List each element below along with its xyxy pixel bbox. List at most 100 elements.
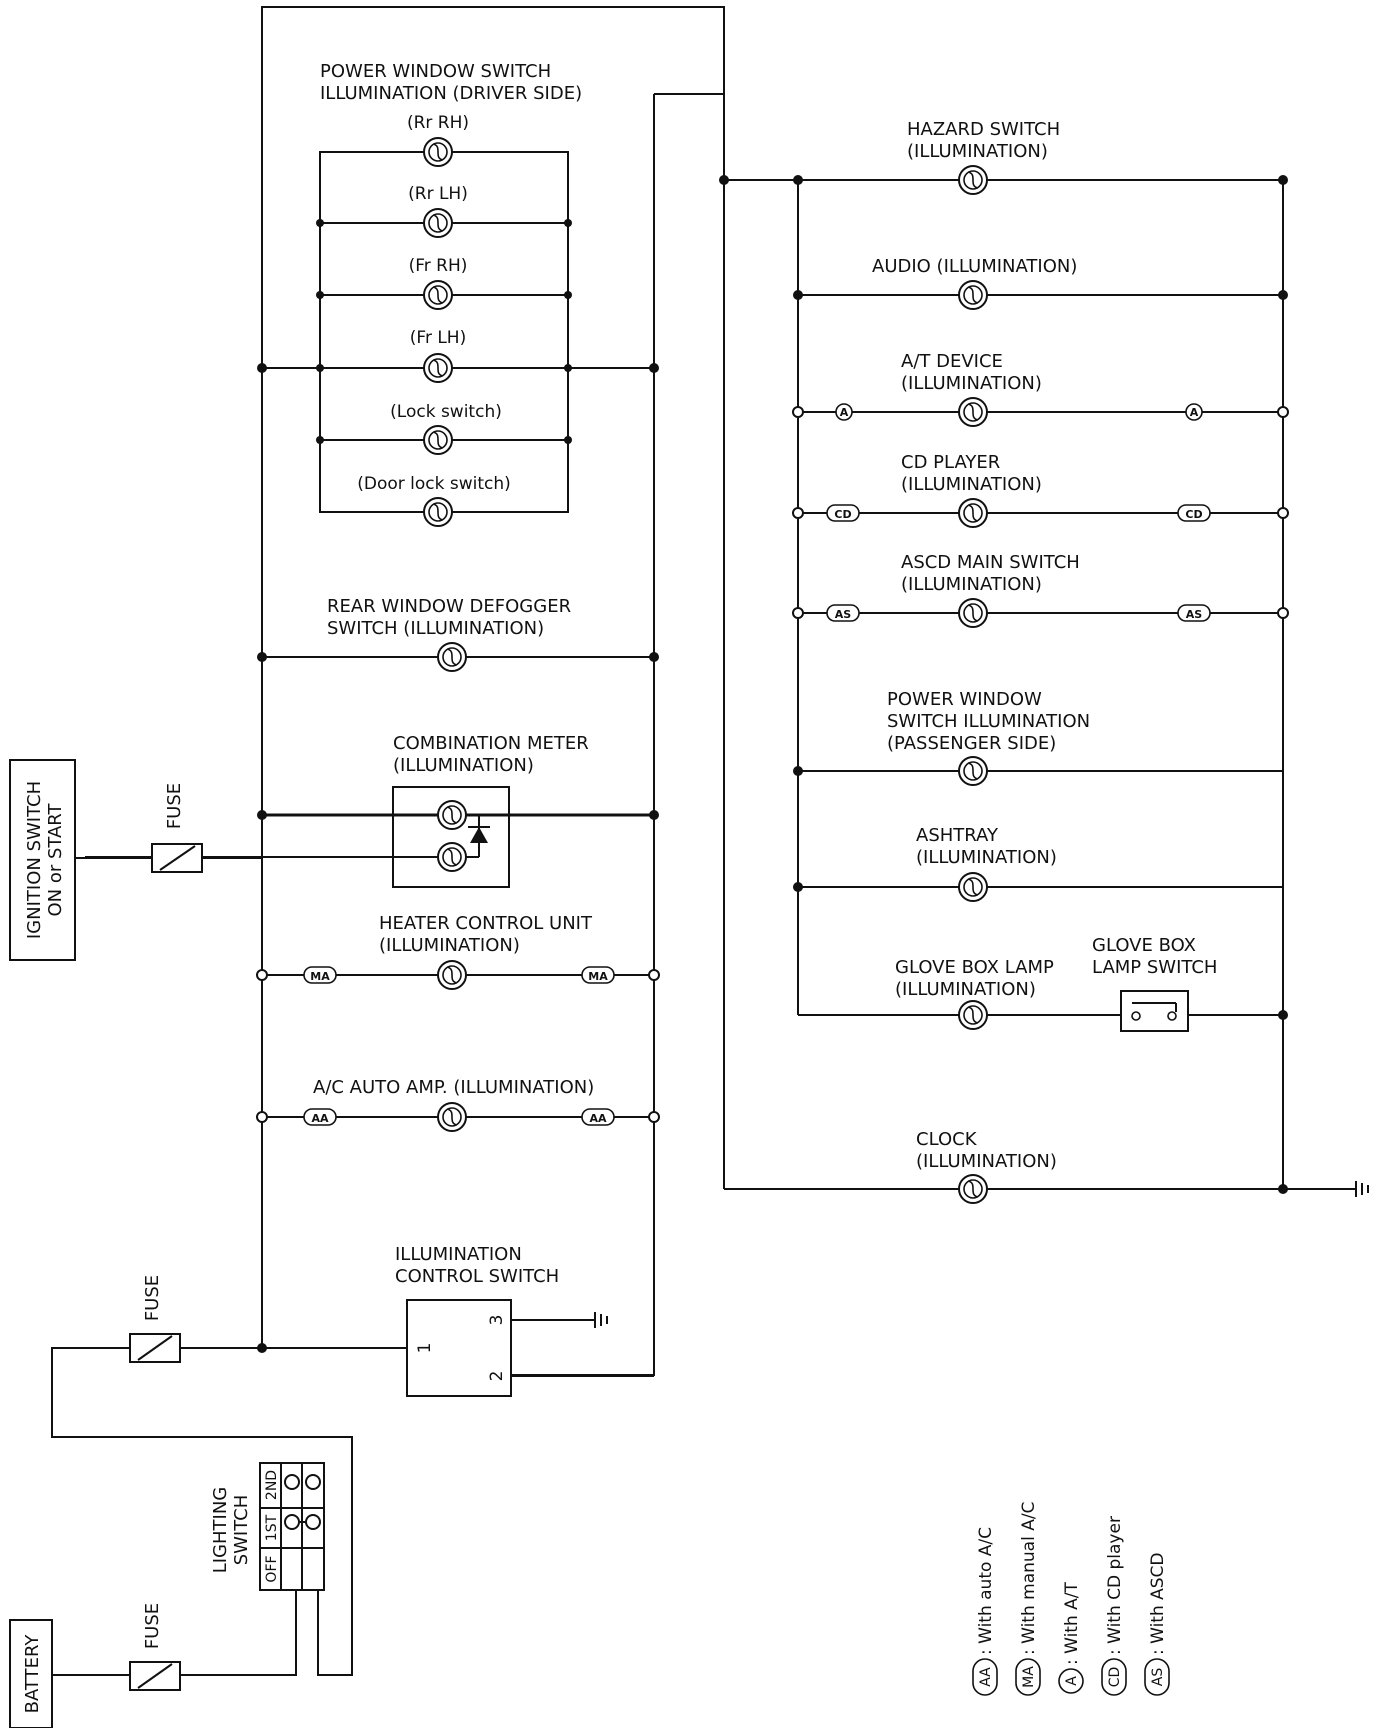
tag-ma-right: MA — [581, 966, 615, 984]
pw-driver-title: POWER WINDOW SWITCH — [320, 61, 551, 82]
pin-3-label: 3 — [487, 1315, 507, 1326]
bulb-ascd-icon — [958, 598, 988, 628]
tag-cd-left: CD — [826, 504, 860, 522]
bulb-hazard-icon — [958, 165, 988, 195]
legend-item-a: A : With A/T — [1058, 1582, 1084, 1694]
at-device-title: A/T DEVICE — [901, 351, 1003, 372]
glove-box-lamp-title: GLOVE BOX LAMP — [895, 957, 1054, 978]
at-device-subtitle: (ILLUMINATION) — [901, 373, 1042, 394]
clock-title: CLOCK — [916, 1129, 978, 1150]
defogger-title: REAR WINDOW DEFOGGER — [327, 596, 571, 617]
pw-passenger-title: POWER WINDOW — [887, 689, 1042, 710]
svg-text:: With CD player: : With CD player — [1105, 1516, 1125, 1655]
bulb-ashtray-icon — [958, 872, 988, 902]
option-tags: MA MA AA AA A A CD CD AS AS — [303, 403, 1211, 1126]
bulb-heater-control-icon — [437, 960, 467, 990]
ascd-title: ASCD MAIN SWITCH — [901, 552, 1080, 573]
lighting-switch-title: LIGHTING — [210, 1487, 231, 1574]
lighting-switch-subtitle: SWITCH — [231, 1495, 252, 1566]
ashtray-title: ASHTRAY — [916, 825, 999, 846]
pin-1-label: 1 — [415, 1343, 435, 1354]
bulb-glove-box-lamp-icon — [958, 1000, 988, 1030]
bulb-rr-rh-icon — [423, 137, 453, 167]
tag-a-right: A — [1185, 403, 1203, 421]
legend-item-cd: CD : With CD player — [1101, 1516, 1127, 1696]
combination-meter-title: COMBINATION METER — [393, 733, 589, 754]
left-labels: POWER WINDOW SWITCH ILLUMINATION (DRIVER… — [22, 61, 594, 1713]
heater-control-title: HEATER CONTROL UNIT — [379, 913, 593, 934]
tag-as-left: AS — [826, 604, 860, 622]
bulb-fr-rh-icon — [423, 280, 453, 310]
bulbs — [423, 137, 988, 1204]
fuse-label-ignition: FUSE — [164, 783, 185, 829]
svg-text:AA: AA — [978, 1667, 994, 1687]
ac-amp-label: A/C AUTO AMP. (ILLUMINATION) — [313, 1077, 594, 1098]
bulb-ac-amp-icon — [437, 1102, 467, 1132]
svg-text:AA: AA — [311, 1112, 329, 1125]
lighting-switch-off: OFF — [264, 1555, 280, 1582]
pw-driver-subtitle: ILLUMINATION (DRIVER SIDE) — [320, 83, 582, 104]
svg-text:A: A — [1064, 1676, 1080, 1686]
rr-lh-label: (Rr LH) — [408, 184, 468, 204]
svg-text:AA: AA — [589, 1112, 607, 1125]
pin-2-label: 2 — [487, 1371, 507, 1382]
illumination-control-title: ILLUMINATION — [395, 1244, 522, 1265]
right-wiring — [719, 175, 1369, 1197]
legend-item-aa: AA : With auto A/C — [972, 1527, 998, 1696]
battery-label: BATTERY — [22, 1634, 43, 1714]
lock-switch-label: (Lock switch) — [390, 402, 502, 422]
bulb-rr-lh-icon — [423, 208, 453, 238]
ashtray-subtitle: (ILLUMINATION) — [916, 847, 1057, 868]
bulb-combination-meter-2-icon — [437, 842, 467, 872]
hazard-subtitle: (ILLUMINATION) — [907, 141, 1048, 162]
ignition-switch-subtitle: ON or START — [45, 802, 66, 916]
bulb-lock-switch-icon — [423, 425, 453, 455]
fr-rh-label: (Fr RH) — [409, 256, 468, 276]
bulb-fr-lh-icon — [423, 353, 453, 383]
pw-passenger-subtitle: SWITCH ILLUMINATION — [887, 711, 1090, 732]
audio-label: AUDIO (ILLUMINATION) — [872, 256, 1077, 277]
tag-aa-left: AA — [303, 1108, 337, 1126]
svg-text:MA: MA — [310, 970, 330, 983]
svg-text:AS: AS — [835, 608, 852, 621]
svg-text:CD: CD — [1107, 1667, 1123, 1688]
svg-text:: With manual A/C: : With manual A/C — [1019, 1502, 1039, 1655]
bulb-defogger-icon — [437, 642, 467, 672]
bulb-at-device-icon — [958, 397, 988, 427]
glove-box-switch-title: GLOVE BOX — [1092, 935, 1196, 956]
bulb-door-lock-switch-icon — [423, 497, 453, 527]
svg-text:: With A/T: : With A/T — [1062, 1582, 1082, 1665]
hazard-title: HAZARD SWITCH — [907, 119, 1060, 140]
rr-rh-label: (Rr RH) — [407, 113, 469, 133]
cd-player-title: CD PLAYER — [901, 452, 1000, 473]
lighting-switch-table — [259, 1462, 325, 1591]
defogger-subtitle: SWITCH (ILLUMINATION) — [327, 618, 544, 639]
svg-text:A: A — [840, 406, 849, 419]
legend-item-ma: MA : With manual A/C — [1015, 1502, 1041, 1696]
tag-ma-left: MA — [303, 966, 337, 984]
ignition-switch-title: IGNITION SWITCH — [24, 781, 45, 939]
ground-symbol — [594, 1312, 608, 1328]
svg-text:MA: MA — [588, 970, 608, 983]
svg-text:: With auto A/C: : With auto A/C — [976, 1527, 996, 1655]
tag-as-right: AS — [1177, 604, 1211, 622]
bulb-combination-meter-1-icon — [437, 800, 467, 830]
bulb-pw-passenger-icon — [958, 756, 988, 786]
fuse-label-battery: FUSE — [142, 1603, 163, 1649]
pw-passenger-side: (PASSENGER SIDE) — [887, 733, 1056, 754]
combination-meter-subtitle: (ILLUMINATION) — [393, 755, 534, 776]
svg-text:A: A — [1190, 406, 1199, 419]
ground-symbol — [1355, 1181, 1369, 1197]
fr-lh-label: (Fr LH) — [410, 328, 466, 348]
legend: AA : With auto A/C MA : With manual A/C … — [972, 1502, 1170, 1696]
glove-box-switch-subtitle: LAMP SWITCH — [1092, 957, 1217, 978]
svg-text:: With ASCD: : With ASCD — [1148, 1552, 1168, 1655]
legend-item-as: AS : With ASCD — [1144, 1552, 1170, 1696]
bulb-cd-player-icon — [958, 498, 988, 528]
lighting-switch-2nd: 2ND — [264, 1470, 280, 1500]
fuse-label-illumination: FUSE — [142, 1275, 163, 1321]
ascd-subtitle: (ILLUMINATION) — [901, 574, 1042, 595]
illumination-control-subtitle: CONTROL SWITCH — [395, 1266, 559, 1287]
left-wiring — [9, 6, 725, 1728]
